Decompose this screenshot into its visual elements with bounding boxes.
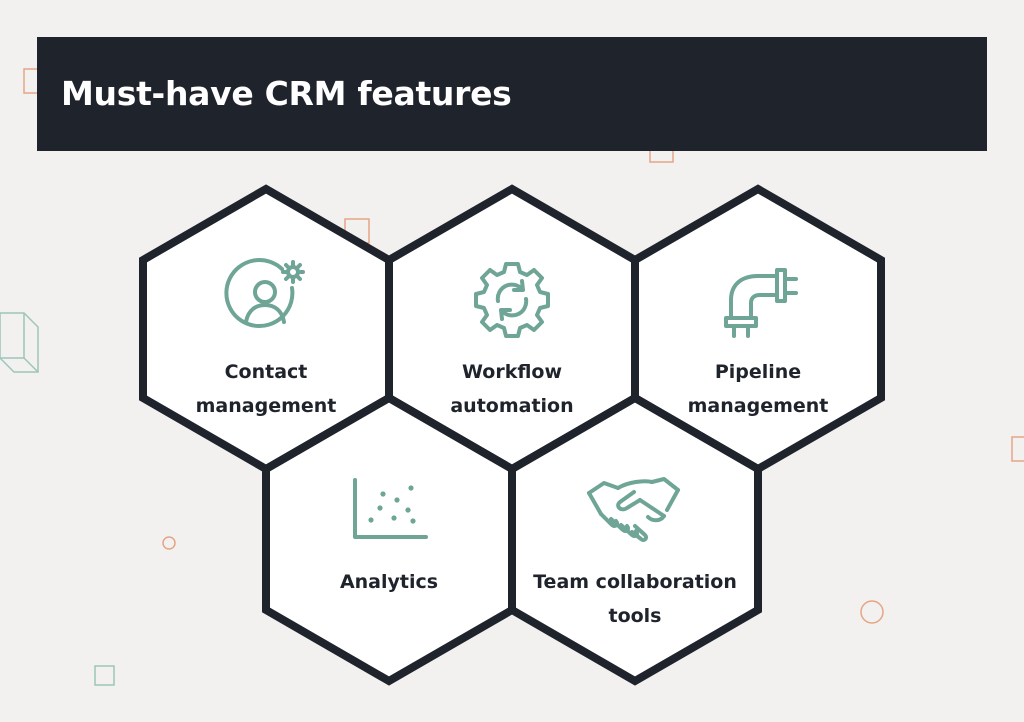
page-title: Must-have CRM features (61, 74, 512, 113)
deco-square-orange (1011, 436, 1024, 462)
feature-label-line: management (687, 395, 829, 417)
deco-cube-green (0, 312, 39, 373)
header-banner: Must-have CRM features (37, 37, 987, 151)
feature-label-contact: Contact management (151, 355, 381, 423)
scatter-plot-icon (353, 478, 428, 539)
hexagon-team (508, 393, 762, 686)
feature-label-line: Team collaboration (533, 571, 737, 593)
feature-label-line: tools (608, 605, 662, 627)
feature-label-line: automation (450, 395, 574, 417)
feature-label-line: Pipeline (714, 361, 802, 383)
feature-label-team: Team collaboration tools (510, 565, 760, 633)
user-gear-icon (224, 258, 305, 329)
feature-label-line: Workflow (461, 361, 563, 383)
hexagon-grid (139, 184, 885, 686)
pipe-icon (724, 268, 798, 338)
feature-label-pipeline: Pipeline management (643, 355, 873, 423)
feature-label-workflow: Workflow automation (397, 355, 627, 423)
feature-label-line: Contact (224, 361, 308, 383)
gear-refresh-icon (474, 262, 550, 338)
deco-circle-orange (860, 600, 884, 624)
feature-label-analytics: Analytics (274, 565, 504, 599)
handshake-icon (587, 477, 680, 543)
feature-label-line: management (195, 395, 337, 417)
deco-square-orange (23, 68, 39, 94)
deco-square-green (94, 665, 115, 686)
deco-circle-orange (162, 536, 176, 550)
feature-label-line: Analytics (339, 571, 439, 593)
